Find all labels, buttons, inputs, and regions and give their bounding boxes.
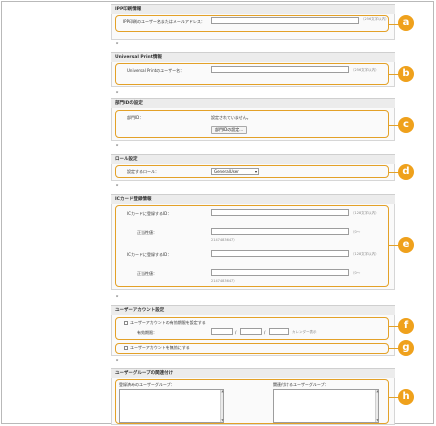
account-expiry-highlight — [115, 317, 389, 340]
ipp-username-label: IPP印刷のユーザー名またはメールアドレス： — [123, 19, 205, 24]
pin-1-input[interactable] — [211, 228, 349, 235]
badge-f: f — [398, 318, 414, 334]
card-id-1-note: （128文字以内） — [351, 211, 379, 215]
card-id-1-label: ICカードに登録するID： — [127, 211, 172, 216]
connector-c — [389, 125, 399, 126]
account-section-body — [111, 315, 395, 356]
badge-b: b — [398, 66, 414, 82]
expiry-checkbox[interactable] — [124, 321, 128, 325]
universal-username-label: Universal Printのユーザー名： — [127, 68, 185, 73]
scissors-divider-icon: ⌅ — [115, 357, 120, 363]
pin-1-note-b: 2147483647） — [211, 238, 237, 242]
connector-a — [389, 24, 399, 25]
expiry-month-input[interactable] — [240, 328, 262, 335]
chevron-down-icon: ▾ — [254, 169, 257, 174]
role-select-value: GeneralUser — [214, 169, 239, 174]
badge-a: a — [398, 15, 414, 31]
dept-id-status: 設定されていません。 — [211, 115, 251, 120]
registered-groups-scrollbar[interactable]: ▲ ▼ — [220, 389, 224, 422]
ipp-section-header: IPP印刷情報 — [111, 4, 395, 14]
connector-g — [389, 348, 399, 349]
associated-groups-scrollbar[interactable]: ▲ ▼ — [375, 389, 379, 422]
account-section-header: ユーザーアカウント設定 — [111, 305, 395, 315]
badge-h: h — [398, 389, 414, 405]
ipp-username-input[interactable] — [211, 17, 359, 24]
expiry-slash-1: / — [235, 330, 237, 335]
universal-username-note: （256文字以内） — [351, 68, 379, 72]
universal-section-header: Universal Print情報 — [111, 52, 395, 62]
expiry-year-input[interactable] — [211, 328, 233, 335]
associated-groups-label: 関連付けるユーザーグループ： — [273, 382, 329, 387]
expiry-slash-2: / — [264, 330, 266, 335]
badge-d: d — [398, 164, 414, 180]
pin-2-input[interactable] — [211, 269, 349, 276]
expiry-day-input[interactable] — [269, 328, 289, 335]
badge-c: c — [398, 117, 414, 133]
expiry-date-label: 有効期限： — [137, 330, 157, 335]
badge-e: e — [398, 237, 414, 253]
scissors-divider-icon: ⌅ — [115, 182, 120, 188]
scissors-divider-icon: ⌅ — [115, 293, 120, 299]
dept-id-settings-button[interactable]: 部門IDの設定... — [211, 126, 248, 134]
ipp-highlight — [115, 15, 389, 32]
scissors-divider-icon: ⌅ — [115, 142, 120, 148]
card-section-header: ICカード登録情報 — [111, 194, 395, 204]
registered-groups-label: 登録済みのユーザーグループ： — [119, 382, 175, 387]
connector-d — [389, 172, 399, 173]
card-id-1-input[interactable] — [211, 209, 349, 216]
universal-username-input[interactable] — [211, 66, 349, 73]
disable-account-checkbox[interactable] — [124, 346, 128, 350]
card-id-2-input[interactable] — [211, 250, 349, 257]
badge-g: g — [398, 340, 414, 356]
registered-groups-list[interactable]: ▲ ▼ — [119, 389, 224, 423]
scroll-up-icon[interactable]: ▲ — [376, 389, 379, 393]
connector-b — [389, 74, 399, 75]
pin-2-note-b: 2147483647） — [211, 279, 237, 283]
connector-e — [389, 245, 399, 246]
pin-1-note-a: （0～ — [351, 230, 361, 234]
role-section-header: ロール設定 — [111, 154, 395, 164]
scroll-down-icon[interactable]: ▼ — [376, 418, 379, 422]
dept-section-body — [111, 108, 395, 141]
role-highlight — [115, 165, 389, 178]
account-disable-highlight — [115, 343, 389, 354]
groups-section-header: ユーザーグループの関連付け — [111, 368, 395, 378]
pin-1-label: 正当性値： — [137, 230, 157, 235]
groups-highlight — [115, 379, 389, 424]
scroll-down-icon[interactable]: ▼ — [221, 418, 224, 422]
scroll-up-icon[interactable]: ▲ — [221, 389, 224, 393]
dept-id-label: 部門ID： — [127, 115, 144, 120]
universal-highlight — [115, 63, 389, 85]
card-highlight — [115, 205, 389, 287]
connector-h — [389, 397, 399, 398]
dept-section-header: 部門IDの設定 — [111, 98, 395, 108]
connector-f — [389, 326, 399, 327]
scissors-divider-icon: ⌅ — [115, 40, 120, 46]
card-id-2-note: （128文字以内） — [351, 252, 379, 256]
pin-2-label: 正当性値： — [137, 271, 157, 276]
pin-2-note-a: （0～ — [351, 271, 361, 275]
disable-account-label: ユーザーアカウントを無効にする — [130, 345, 190, 350]
scissors-divider-icon: ⌅ — [115, 89, 120, 95]
role-select[interactable]: GeneralUser ▾ — [211, 168, 259, 175]
dept-highlight — [115, 110, 389, 138]
expiry-checkbox-label: ユーザーアカウントの有効期限を設定する — [130, 320, 206, 325]
associated-groups-list[interactable]: ▲ ▼ — [273, 389, 379, 423]
ipp-username-note: （256文字以内） — [361, 17, 389, 21]
role-label: 設定するロール： — [127, 169, 159, 174]
calendar-link[interactable]: カレンダー表示 — [292, 330, 317, 334]
card-id-2-label: ICカードに登録するID： — [127, 252, 172, 257]
